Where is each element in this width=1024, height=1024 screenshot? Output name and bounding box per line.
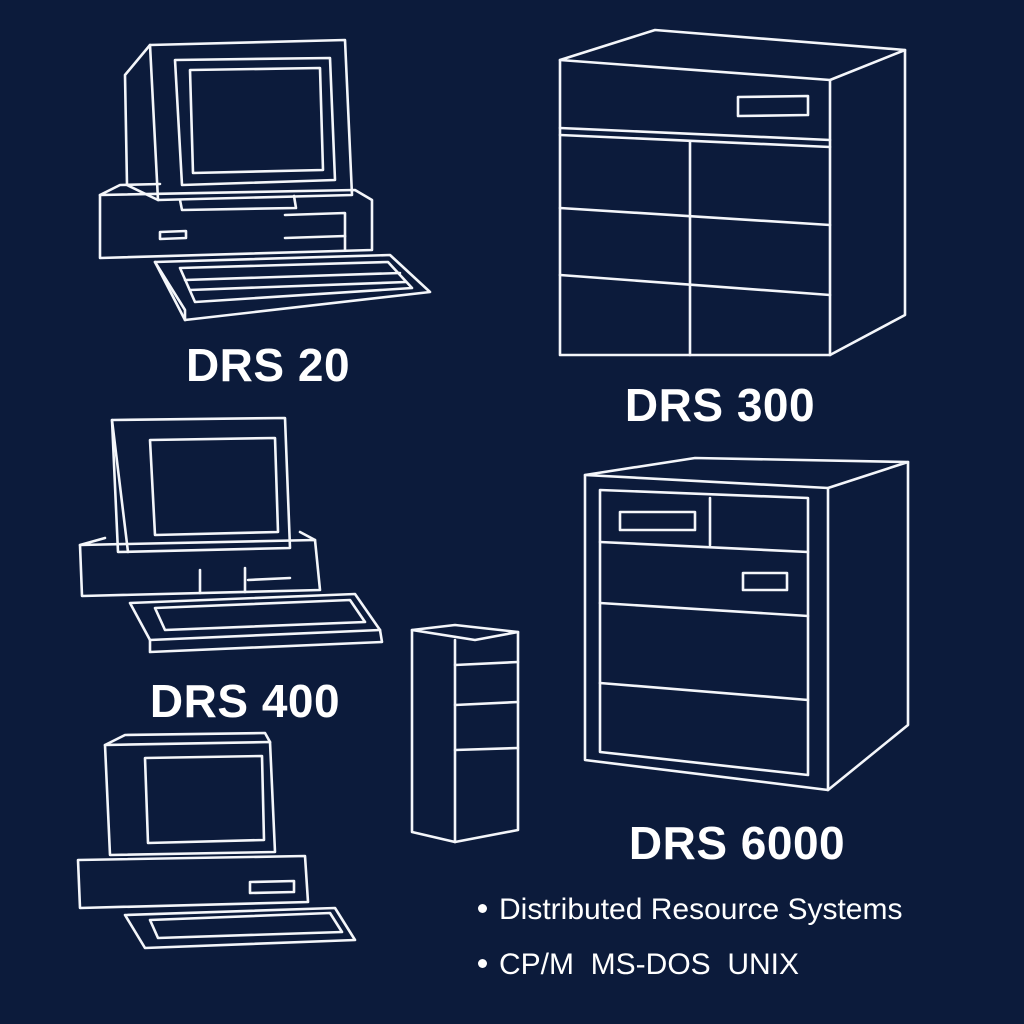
bullet-text: CP/M MS-DOS UNIX: [499, 948, 800, 981]
bullet-text: Distributed Resource Systems: [499, 893, 903, 926]
bullet-dot-icon: [478, 958, 487, 968]
bullet-item: Distributed Resource Systems: [478, 893, 902, 927]
drs-small-computer-drawing: [76, 731, 357, 950]
drs400-label: DRS 400: [149, 675, 341, 727]
drs6000-label: DRS 6000: [628, 817, 846, 869]
drs20-label: DRS 20: [185, 339, 351, 391]
tower-computer-drawing: [410, 623, 520, 844]
drs300-label: DRS 300: [624, 379, 816, 431]
drs20-computer-drawing: [98, 38, 432, 322]
drs400-computer-drawing: [78, 416, 384, 654]
drs300-cabinet-drawing: [558, 28, 907, 357]
drs6000-cabinet-drawing: [583, 456, 910, 792]
bullet-item: CP/M MS-DOS UNIX: [478, 948, 799, 982]
bullet-dot-icon: [478, 903, 487, 913]
